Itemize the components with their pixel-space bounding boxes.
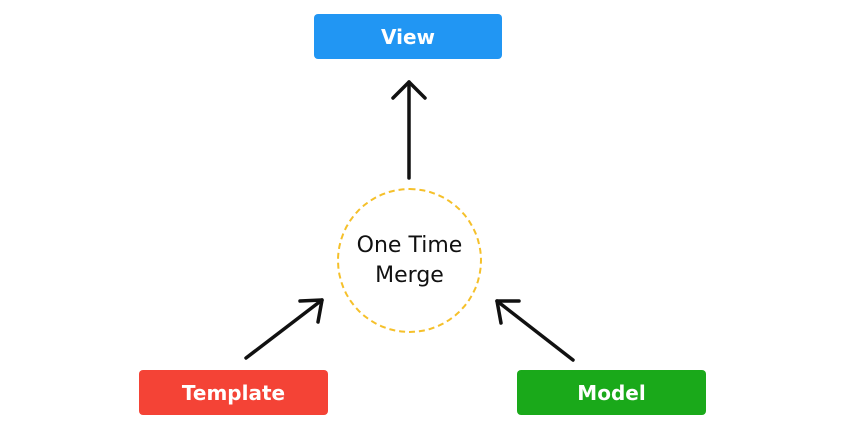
arrow-model-to-merge-shaft: [495, 299, 575, 362]
arrow-merge-to-view-head: [391, 80, 427, 100]
merge-label-line-1: One Time: [356, 232, 463, 258]
arrow-merge-to-view: [391, 80, 427, 180]
arrow-template-to-merge-head: [298, 298, 324, 324]
arrow-model-to-merge-head: [495, 299, 521, 325]
one-time-merge-circle: One Time Merge: [337, 188, 482, 333]
model-node: Model: [517, 370, 706, 415]
arrow-template-to-merge-shaft: [244, 298, 324, 360]
template-node-label: Template: [181, 380, 286, 405]
model-node-label: Model: [577, 380, 646, 405]
view-node-label: View: [380, 24, 436, 49]
arrow-model-to-merge: [495, 299, 575, 362]
view-node: View: [314, 14, 502, 59]
template-node: Template: [139, 370, 328, 415]
arrow-template-to-merge: [244, 298, 324, 360]
merge-label-line-2: Merge: [375, 262, 444, 288]
